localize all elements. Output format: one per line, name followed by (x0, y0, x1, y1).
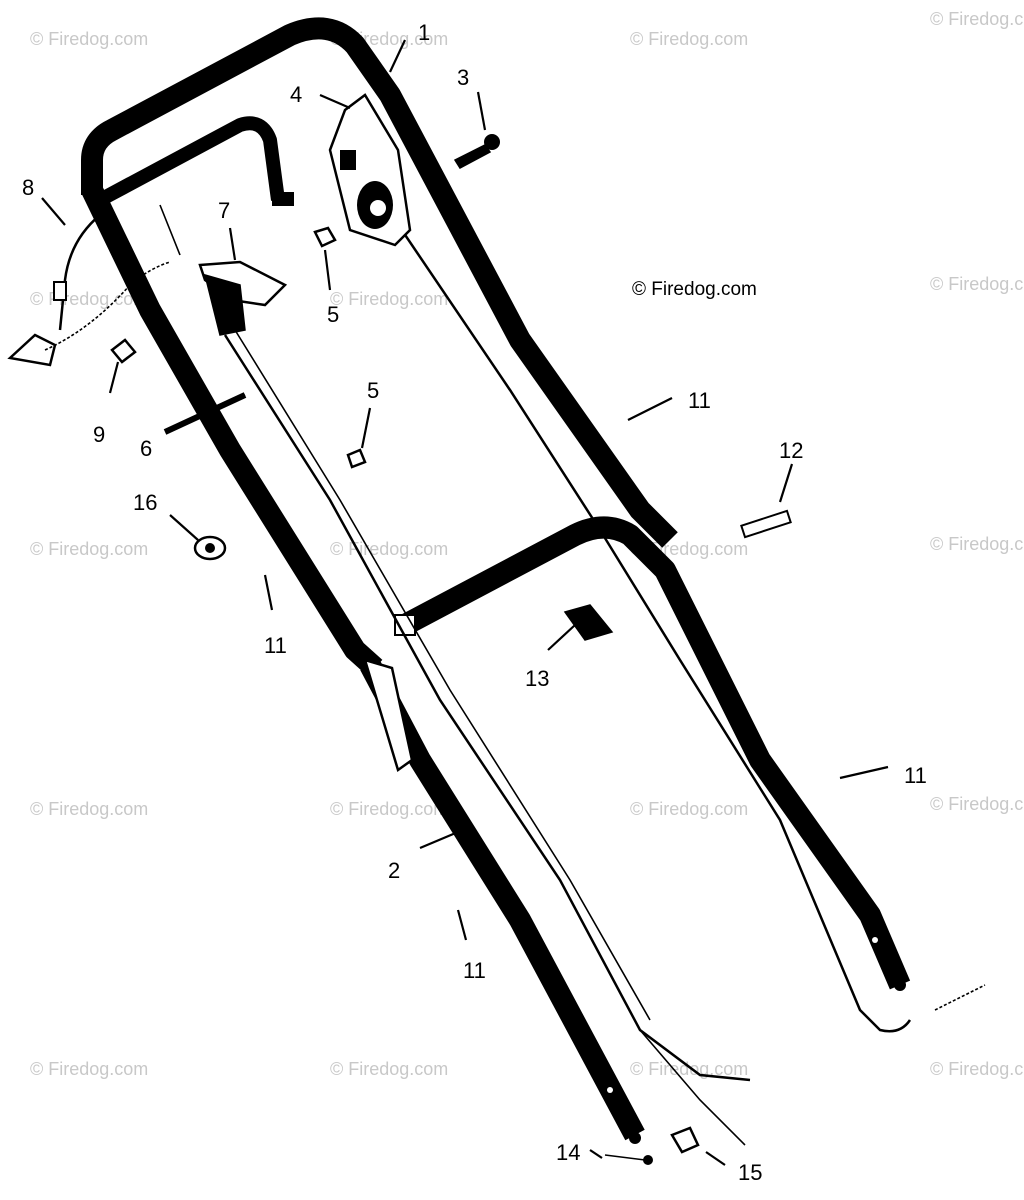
callout-5-mid: 5 (367, 378, 379, 403)
watermark: © Firedog.com (630, 29, 748, 49)
watermark: © Firedog.com (930, 9, 1024, 29)
callout-11-bottom: 11 (463, 958, 486, 983)
watermark: © Firedog.com (930, 1059, 1024, 1079)
watermark: © Firedog.com (330, 539, 448, 559)
watermark: © Firedog.com (930, 534, 1024, 554)
callout-2: 2 (388, 858, 400, 883)
watermark: © Firedog.com (30, 539, 148, 559)
watermark: © Firedog.com (632, 279, 757, 300)
watermark: © Firedog.com (630, 1059, 748, 1079)
control-cables (159, 204, 912, 1146)
watermark: © Firedog.com (30, 29, 148, 49)
watermark: © Firedog.com (330, 289, 448, 309)
watermark: © Firedog.com (630, 799, 748, 819)
callout-9: 9 (93, 422, 105, 447)
callout-8: 8 (22, 175, 34, 200)
callout-1: 1 (418, 20, 430, 45)
callout-4: 4 (290, 82, 302, 107)
callout-11-left: 11 (264, 633, 287, 658)
cable-clip (198, 260, 288, 336)
lower-handle (360, 516, 911, 1144)
callout-6: 6 (140, 436, 152, 461)
watermark: © Firedog.com (930, 794, 1024, 814)
callout-labels: 1 3 4 5 8 9 6 7 5 16 11 11 12 13 11 2 11… (22, 20, 927, 1185)
callout-11-upper-right: 11 (688, 388, 711, 413)
callout-11-lower-right: 11 (904, 763, 927, 788)
callout-7: 7 (218, 198, 230, 223)
leader-lines (41, 39, 889, 1166)
callout-14: 14 (556, 1140, 580, 1165)
watermark-grid: © Firedog.com © Firedog.com © Firedog.co… (30, 9, 1024, 1079)
callout-16: 16 (133, 490, 157, 515)
watermark: © Firedog.com (30, 1059, 148, 1079)
watermark: © Firedog.com (330, 799, 448, 819)
engine-control-housing (328, 93, 412, 247)
callout-5-top: 5 (327, 302, 339, 327)
upper-handle (81, 17, 678, 677)
watermark: © Firedog.com (930, 274, 1024, 294)
callout-3: 3 (457, 65, 469, 90)
watermark: © Firedog.com (30, 799, 148, 819)
callout-12: 12 (779, 438, 803, 463)
callout-15: 15 (738, 1160, 762, 1185)
starter-rope (7, 214, 171, 367)
watermark: © Firedog.com (330, 1059, 448, 1079)
callout-13: 13 (525, 666, 549, 691)
